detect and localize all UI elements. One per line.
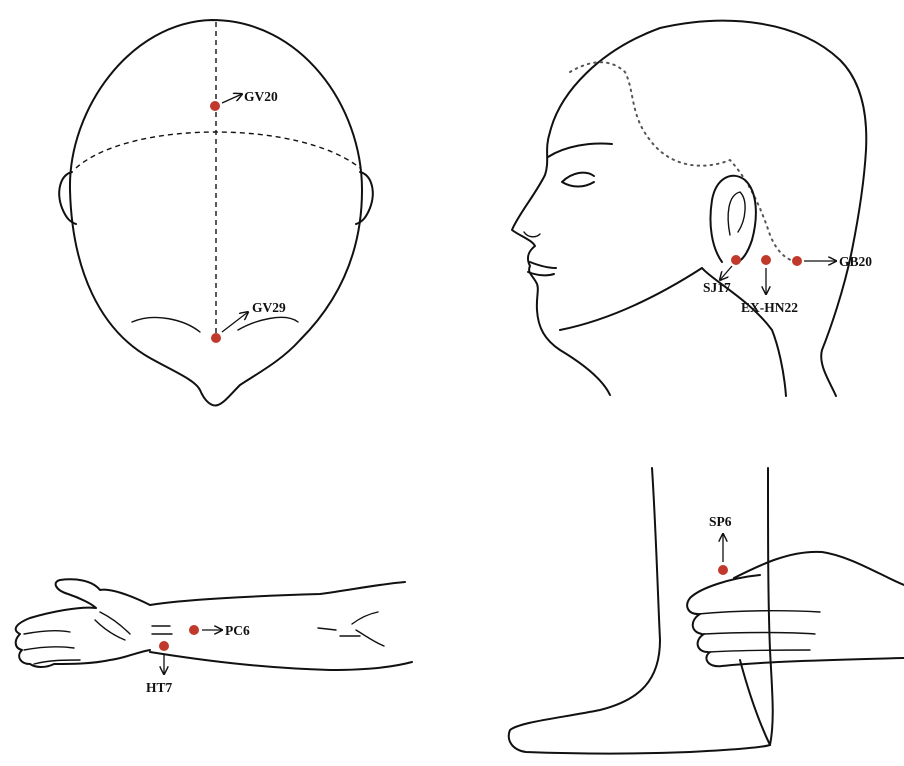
point-label: EX-HN22 — [741, 300, 798, 315]
ear — [710, 176, 755, 262]
jaw-line — [560, 268, 702, 330]
point-label: GV29 — [252, 300, 286, 315]
left-ear — [59, 172, 76, 224]
eye — [562, 173, 594, 187]
finger-lines — [24, 631, 80, 664]
wrist-creases — [152, 626, 172, 634]
point-label: SP6 — [709, 514, 732, 529]
acupoint-marker — [189, 625, 199, 635]
arm-upper-edge — [150, 582, 405, 605]
pointer-arrow — [720, 266, 732, 280]
hairline-dotted — [570, 62, 800, 262]
head-profile-outline — [512, 21, 866, 396]
occiput-crease-right — [238, 317, 298, 330]
palm-crease — [95, 612, 130, 640]
acupoint-marker — [211, 333, 221, 343]
point-label: PC6 — [225, 623, 250, 638]
acupoint-marker — [761, 255, 771, 265]
pointer-arrow — [222, 94, 242, 103]
arm-lower-edge — [150, 652, 412, 670]
point-label: SJ17 — [703, 280, 731, 295]
right-ear — [356, 172, 373, 224]
eyebrow — [548, 144, 612, 157]
head-top-panel: GV20 GV29 — [59, 20, 373, 405]
ear-apex-line — [76, 132, 360, 168]
point-label: GB20 — [839, 254, 872, 269]
acupoint-marker — [210, 101, 220, 111]
forearm-panel: PC6 HT7 — [16, 579, 412, 695]
elbow-creases — [318, 612, 384, 646]
mouth — [528, 262, 556, 275]
pointer-arrow — [222, 312, 248, 332]
hand-outline — [16, 579, 150, 667]
heel-curve — [740, 660, 770, 745]
point-label: GV20 — [244, 89, 278, 104]
occiput-crease-left — [132, 317, 200, 332]
acupoint-marker — [731, 255, 741, 265]
point-label: HT7 — [146, 680, 173, 695]
acupoint-marker — [792, 256, 802, 266]
acupoint-marker — [718, 565, 728, 575]
nostril — [524, 232, 540, 237]
ankle-panel: SP6 — [509, 468, 904, 754]
finger-separators — [698, 611, 820, 652]
acupoint-marker — [159, 641, 169, 651]
ear-inner — [728, 192, 745, 235]
leg-outline — [509, 468, 773, 754]
head-side-panel: SJ17 EX-HN22 GB20 — [512, 21, 872, 396]
